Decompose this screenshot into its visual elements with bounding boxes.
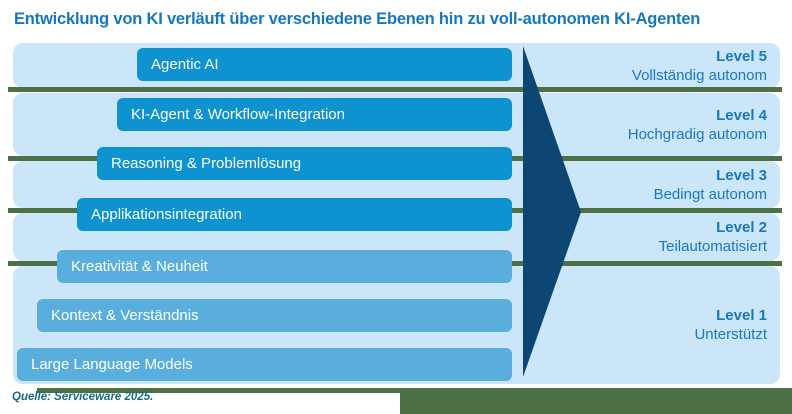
level-1-subtitle: Unterstützt [694, 326, 767, 343]
level-1-name: Level 1 [716, 307, 767, 324]
separator-line [8, 87, 782, 92]
level-2-name: Level 2 [716, 219, 767, 236]
capability-bar-ki-agent-workflow: KI-Agent & Workflow-Integration [117, 98, 512, 131]
level-4-subtitle: Hochgradig autonom [627, 125, 767, 143]
capability-bar-kreativitaet: Kreativität & Neuheit [57, 250, 512, 283]
capability-bar-applikationsintegration: Applikationsintegration [77, 198, 512, 231]
level-5-name: Level 5 [716, 47, 767, 65]
page-title: Entwicklung von KI verläuft über verschi… [14, 10, 701, 28]
capability-bar-kontext: Kontext & Verständnis [37, 299, 512, 332]
footer-brand-bar [400, 388, 792, 414]
level-3-name: Level 3 [716, 166, 767, 184]
capability-bar-reasoning: Reasoning & Problemlösung [97, 147, 512, 180]
capability-bar-agentic-ai: Agentic AI [137, 48, 512, 81]
source-citation: Quelle: Serviceware 2025. [12, 391, 154, 403]
level-5-subtitle: Vollständig autonom [631, 66, 767, 84]
level-4-name: Level 4 [716, 106, 767, 124]
level-3-subtitle: Bedingt autonom [653, 185, 767, 203]
level-2-subtitle: Teilautomatisiert [658, 238, 767, 255]
capability-bar-llm: Large Language Models [17, 348, 512, 381]
